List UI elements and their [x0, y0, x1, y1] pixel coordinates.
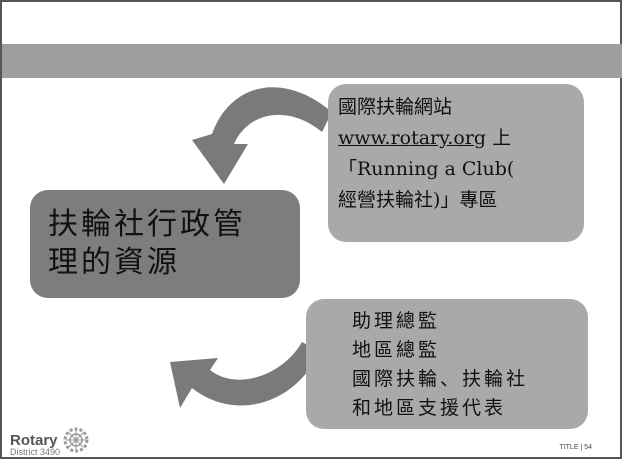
support-line-1: 助理總監	[352, 310, 441, 332]
support-contacts-box: 助理總監 地區總監 國際扶輪、扶輪社 和地區支援代表	[306, 299, 588, 429]
support-line-3: 國際扶輪、扶輪社	[352, 368, 529, 390]
support-line-4: 和地區支援代表	[352, 397, 507, 419]
main-title-line-2: 理的資源	[48, 245, 180, 280]
district-label: District 3490	[10, 447, 61, 457]
website-title: 國際扶輪網站	[338, 96, 453, 118]
rotary-wheel-icon	[63, 427, 89, 453]
url-suffix: 上	[486, 127, 512, 149]
support-line-2: 地區總監	[352, 339, 441, 361]
rotary-logo: Rotary District 3490	[10, 427, 122, 460]
rotary-wordmark: Rotary	[10, 432, 58, 449]
header-band	[2, 44, 622, 78]
admin-resources-box: 扶輪社行政管 理的資源	[30, 190, 300, 298]
curved-arrow-bottom-icon	[170, 342, 320, 408]
website-section-line-2: 經營扶輪社)」專區	[338, 189, 498, 211]
rotary-url-link[interactable]: www.rotary.org	[338, 127, 487, 149]
website-url-line: www.rotary.org 上	[338, 123, 574, 154]
website-resource-box: 國際扶輪網站 www.rotary.org 上 「Running a Club(…	[328, 84, 584, 242]
main-title-line-1: 扶輪社行政管	[48, 207, 246, 242]
website-section-line-1: 「Running a Club(	[338, 158, 515, 180]
slide-number: TITLE | 54	[559, 444, 592, 451]
curved-arrow-top-icon	[192, 87, 332, 184]
